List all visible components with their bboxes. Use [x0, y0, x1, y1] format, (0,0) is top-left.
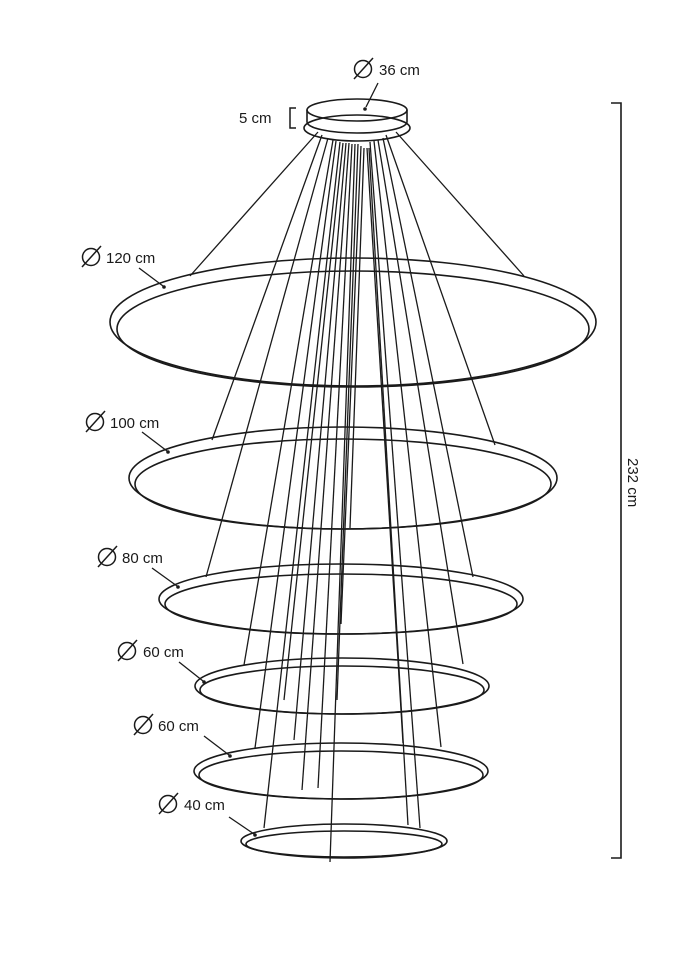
canopy-diameter-annotation: 36 cm	[353, 57, 420, 111]
total-height-label: 232 cm	[624, 458, 641, 507]
ring-6-annotation: 40 cm	[158, 792, 257, 837]
ring-5-diameter-label: 60 cm	[158, 718, 199, 735]
diameter-icon	[117, 639, 138, 662]
ceiling-canopy	[303, 98, 411, 142]
canopy-height-annotation: 5 cm	[239, 107, 296, 129]
ring-60cm-upper	[194, 657, 490, 715]
diameter-icon	[81, 245, 102, 268]
ring-2-annotation: 100 cm	[85, 410, 170, 454]
diameter-icon	[97, 545, 118, 568]
ring-80cm	[158, 563, 524, 635]
ring-2-diameter-label: 100 cm	[110, 415, 159, 432]
diameter-icon	[353, 57, 374, 80]
ring-60cm-lower	[193, 742, 489, 800]
ring-5-annotation: 60 cm	[133, 713, 232, 758]
canopy-diameter-label: 36 cm	[379, 62, 420, 79]
total-height-annotation: 232 cm	[611, 102, 641, 859]
diameter-icon	[158, 792, 179, 815]
diameter-icon	[133, 713, 154, 736]
ring-1-annotation: 120 cm	[81, 245, 166, 289]
ring-120cm	[109, 257, 597, 388]
rings	[109, 257, 597, 859]
ring-3-annotation: 80 cm	[97, 545, 180, 589]
ring-3-diameter-label: 80 cm	[122, 550, 163, 567]
ring-40cm	[240, 823, 448, 859]
ring-1-diameter-label: 120 cm	[106, 250, 155, 267]
suspension-wires	[189, 131, 525, 863]
ring-6-diameter-label: 40 cm	[184, 797, 225, 814]
ring-100cm	[128, 426, 558, 530]
canopy-height-label: 5 cm	[239, 110, 272, 127]
ring-4-diameter-label: 60 cm	[143, 644, 184, 661]
diameter-icon	[85, 410, 106, 433]
ring-4-annotation: 60 cm	[117, 639, 206, 684]
